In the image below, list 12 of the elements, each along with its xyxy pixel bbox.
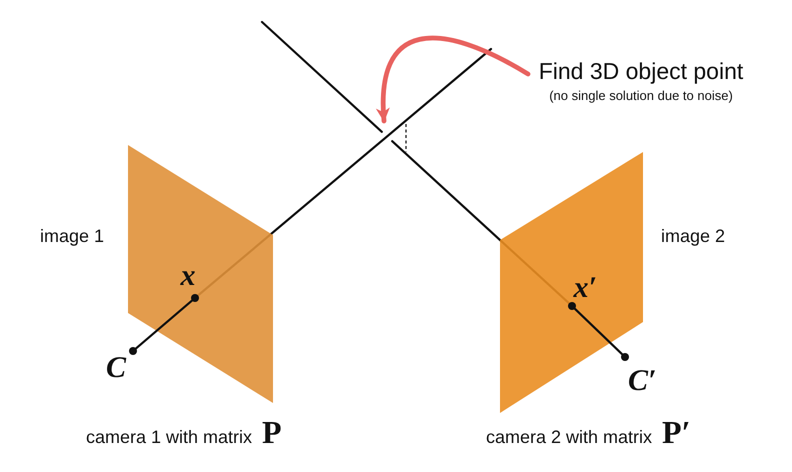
curved-arrow (376, 36, 530, 124)
projection-line (134, 300, 194, 350)
callout-title: Find 3D object point (538, 58, 744, 84)
image-point-label: x′ (574, 273, 598, 303)
camera-caption: camera 1 with matrix P (86, 414, 282, 451)
camera-center-label: C (106, 353, 128, 383)
image-point-label: x (180, 261, 196, 291)
camera-caption: camera 2 with matrix P′ (486, 414, 691, 451)
plane-label: image 1 (40, 225, 104, 247)
camera-center-label: C′ (628, 366, 658, 396)
plane-label: image 2 (661, 225, 726, 247)
callout-note: (no single solution due to noise) (549, 88, 733, 104)
